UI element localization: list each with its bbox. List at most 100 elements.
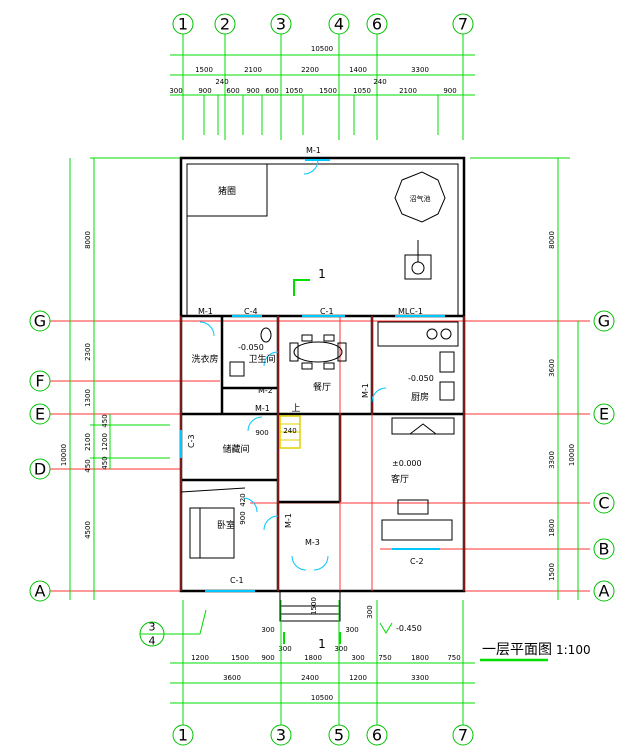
dim-text: 1050 (285, 87, 303, 95)
dim-text: 2100 (399, 87, 417, 95)
inner-dimensions: 900 240 420 900 1500 300 300 300 (239, 427, 374, 634)
door-label: M-2 (258, 386, 273, 395)
elevation-text: -0.050 (238, 343, 264, 352)
dim-text: 1400 (349, 66, 367, 74)
dim-text: 240 (373, 78, 386, 86)
axis-label: 5 (334, 726, 344, 745)
dim-text: 2400 (301, 674, 319, 682)
dim-text: 10000 (60, 444, 68, 466)
room-label: 卫生间 (248, 353, 275, 365)
dim-text: 300 (366, 605, 374, 618)
top-dimensions: 10500 1500 2100 2200 1400 3300 240 240 3… (169, 45, 475, 96)
dim-text: 300 (351, 654, 364, 662)
room-label: 厨房 (411, 391, 429, 403)
door-label: M-1 (306, 146, 321, 155)
dining-table (293, 341, 343, 363)
dim-text: 3600 (223, 674, 241, 682)
axis-label: 4 (149, 635, 156, 648)
bottom-dimensions: 1200 1500 900 1800 300 750 1800 750 300 … (170, 600, 475, 725)
dim-text: 450 (84, 459, 92, 472)
dim-text: 10000 (568, 444, 576, 466)
dim-text: 1200 (349, 674, 367, 682)
axis-label: 7 (458, 726, 468, 745)
dim-text: 750 (378, 654, 391, 662)
room-label: 储藏间 (222, 443, 249, 455)
door-label: M-1 (198, 307, 213, 316)
dim-text: 3600 (548, 359, 556, 377)
dim-text: 3300 (548, 451, 556, 469)
dim-text: 1300 (84, 389, 92, 407)
dim-text: 420 (239, 493, 247, 506)
room-label: 卧室 (217, 519, 235, 531)
elevation-text: -0.050 (408, 374, 434, 383)
section-mark-top: 1 (293, 267, 326, 296)
section-label: 1 (318, 637, 326, 651)
axis-label: D (34, 460, 46, 479)
axis-label: 3 (276, 15, 286, 34)
axis-label: 6 (372, 726, 382, 745)
dim-text: 1800 (411, 654, 429, 662)
dim-text: 900 (261, 654, 274, 662)
dim-text: 240 (283, 427, 296, 435)
dim-text: 1500 (231, 654, 249, 662)
dim-text: 900 (255, 429, 268, 437)
dim-text: 240 (215, 78, 228, 86)
dim-text: 1500 (195, 66, 213, 74)
window-label: C-1 (320, 307, 334, 316)
axis-label: 3 (276, 726, 286, 745)
dim-text: 600 (226, 87, 239, 95)
axis-label: A (35, 582, 46, 601)
opening-labels: M-1 M-1 C-4 C-1 MLC-1 M-2 M-1 M-1 M-1 C-… (187, 146, 424, 585)
room-label: 沼气池 (410, 194, 431, 203)
door-label: M-3 (305, 538, 320, 547)
biogas-pool (394, 171, 446, 223)
axis-label: 2 (220, 15, 230, 34)
dim-text: 10500 (311, 694, 333, 702)
dim-text: 300 (345, 626, 358, 634)
dim-text: 300 (169, 87, 182, 95)
axis-label: B (599, 540, 610, 559)
axis-label: A (599, 582, 610, 601)
axis-label: 7 (458, 15, 468, 34)
axis-label: G (34, 312, 46, 331)
right-dimensions: 8000 3600 3300 1800 1500 10000 (470, 157, 579, 600)
window-label: C-4 (244, 307, 258, 316)
dim-text: 900 (239, 511, 247, 524)
dim-text: 1200 (191, 654, 209, 662)
window-label: C-3 (187, 434, 196, 448)
dim-text: 4500 (84, 521, 92, 539)
dim-text: 900 (443, 87, 456, 95)
dim-text: 300 (334, 645, 347, 653)
dim-text: 3300 (411, 66, 429, 74)
dim-text: 8000 (548, 231, 556, 249)
dim-text: 1800 (548, 519, 556, 537)
axis-label: 1 (178, 726, 188, 745)
axis-label: 1 (178, 15, 188, 34)
room-label: 猪圈 (218, 185, 236, 197)
dim-text: 2300 (84, 343, 92, 361)
dim-text: 8000 (84, 231, 92, 249)
dim-text: 900 (246, 87, 259, 95)
dim-text: 300 (261, 626, 274, 634)
dim-text: 450 (101, 456, 109, 469)
door-label: M-1 (361, 383, 370, 398)
dim-text: 2100 (244, 66, 262, 74)
bottom-axis-bubbles: 1 3 5 6 7 (172, 724, 474, 746)
door-label: M-1 (284, 513, 293, 528)
sofa (381, 519, 453, 541)
elevation-text: ±0.000 (392, 459, 422, 468)
room-label: 客厅 (391, 473, 409, 485)
building: 猪圈 沼气池 (179, 156, 466, 622)
axis-label: 4 (334, 15, 344, 34)
dim-text: 3300 (411, 674, 429, 682)
room-labels: 洗衣房 卫生间 餐厅 厨房 储藏间 客厅 卧室 上 (191, 353, 429, 531)
room-label: 餐厅 (313, 381, 331, 393)
drawing-title: 一层平面图 1:100 (480, 642, 591, 662)
left-axis-bubbles: G F E D A (29, 310, 51, 602)
dim-text: 2200 (301, 66, 319, 74)
title-text: 一层平面图 (482, 642, 552, 658)
axis-label: F (35, 372, 44, 391)
axis-label: E (599, 405, 609, 424)
dim-text: 750 (447, 654, 460, 662)
